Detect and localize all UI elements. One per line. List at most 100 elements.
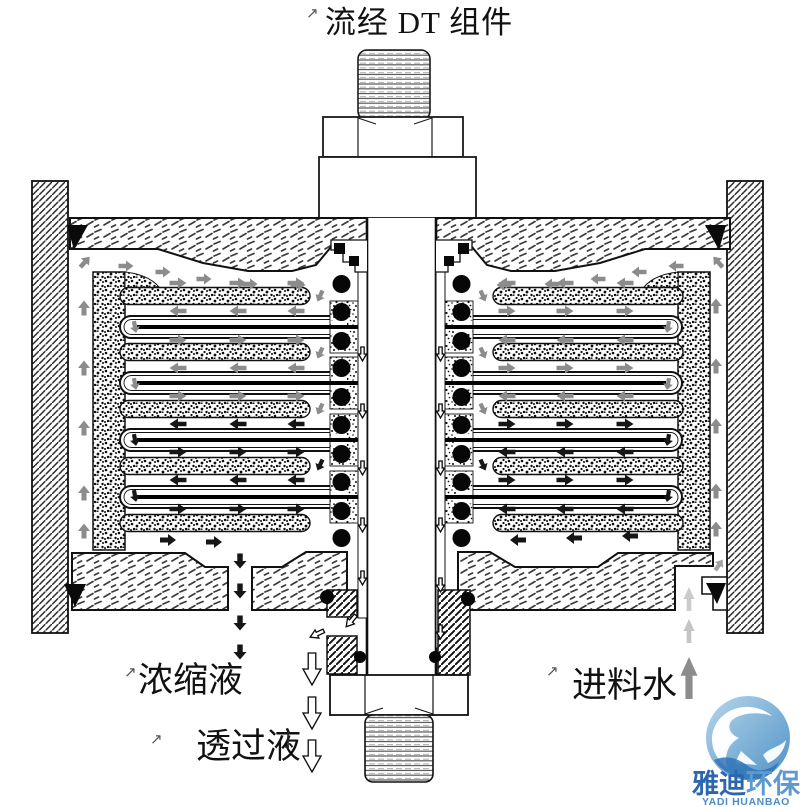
diagram-title: 流经 DT 组件 — [325, 5, 513, 40]
outer-column-left — [92, 271, 126, 551]
flow-arrow — [78, 256, 90, 269]
o-ring — [452, 445, 471, 463]
flow-arrow — [229, 334, 247, 346]
o-ring — [452, 473, 471, 491]
permeate-arrow — [435, 346, 446, 363]
o-ring — [452, 529, 471, 547]
flow-arrow — [616, 390, 634, 402]
flow-arrow — [496, 279, 512, 291]
o-ring — [452, 303, 471, 321]
flow-arrow — [315, 402, 325, 415]
flow-arrow — [229, 503, 247, 515]
permeate-outlet-arrow — [301, 652, 323, 687]
spacer-disc-left — [119, 342, 311, 362]
flow-arrow — [315, 346, 325, 359]
flow-arrow — [631, 266, 647, 278]
membrane-core-right — [441, 381, 666, 385]
dolphin-icon — [711, 706, 772, 767]
membrane-core-right — [441, 325, 666, 329]
flow-arrow — [556, 277, 574, 289]
cursor-marks: ↗ ↗ ↗ ↗ — [124, 4, 559, 748]
o-ring — [332, 332, 351, 350]
membrane-core-left — [137, 381, 363, 385]
flow-arrow — [498, 446, 516, 458]
o-ring — [332, 275, 351, 293]
membrane-core-right — [441, 438, 666, 442]
bottom-right-seal — [706, 583, 726, 604]
o-ring — [452, 388, 471, 406]
concentrate-arrow — [233, 583, 247, 599]
flow-arrow — [498, 503, 516, 515]
logo-subtitle: YADI HUANBAO — [702, 796, 790, 807]
logo-name: 雅迪环保 — [692, 769, 800, 799]
top-end-flange-block — [318, 156, 477, 219]
flow-arrow — [556, 503, 574, 515]
membrane-core-left — [137, 438, 363, 442]
o-ring — [332, 416, 351, 434]
flow-arrow — [663, 377, 673, 390]
flow-arrow — [556, 474, 574, 486]
bottom-left-seal — [64, 584, 86, 607]
flange-bars — [31, 180, 764, 634]
flow-arrow — [478, 458, 488, 471]
flow-arrow — [663, 320, 673, 333]
flow-arrow — [616, 503, 634, 515]
concentrate-arrow — [233, 615, 247, 631]
o-ring — [452, 275, 471, 293]
flow-arrow — [315, 458, 325, 471]
flow-arrow — [616, 362, 634, 374]
membrane-core-left — [137, 495, 363, 499]
riser-arrow-left — [78, 360, 90, 376]
permeate-arrow — [357, 570, 368, 587]
flow-arrow — [556, 305, 574, 317]
membrane-core-right — [441, 495, 666, 499]
flow-arrow — [229, 305, 247, 317]
riser-arrow-left — [78, 420, 90, 436]
permeate-arrow — [357, 517, 368, 534]
spacer-disc-right — [492, 399, 684, 419]
flow-arrow — [169, 277, 187, 289]
flow-arrow — [118, 260, 134, 272]
flow-arrow — [616, 474, 634, 486]
flow-arrow — [498, 390, 516, 402]
flow-arrow — [616, 446, 634, 458]
o-ring — [452, 332, 471, 350]
flow-arrow — [556, 362, 574, 374]
flow-arrow — [130, 489, 140, 502]
flow-arrow — [566, 532, 582, 544]
permeate-arrow — [435, 577, 446, 594]
permeate-arrow — [435, 460, 446, 477]
permeate-arrow — [357, 403, 368, 420]
riser-arrow-right — [710, 521, 722, 537]
feed-arrow-faint — [683, 587, 695, 611]
o-ring — [452, 416, 471, 434]
permeate-arrow — [357, 460, 368, 477]
concentrate-arrow — [233, 644, 247, 660]
o-ring — [332, 388, 351, 406]
flow-arrow — [663, 433, 673, 446]
flow-arrow — [130, 320, 140, 333]
permeate-channel-left — [357, 271, 368, 619]
flow-arrow — [556, 418, 574, 430]
o-ring — [354, 651, 366, 663]
permeate-arrow — [435, 517, 446, 534]
permeate-outlet-arrow — [301, 696, 323, 731]
flow-arrow — [498, 474, 516, 486]
permeate-exit-arrow — [345, 613, 359, 628]
bottom-assembly — [326, 589, 471, 783]
spacer-disc-right — [492, 456, 684, 476]
flow-arrow — [556, 390, 574, 402]
flow-arrow — [169, 446, 187, 458]
riser-arrow-right — [710, 298, 722, 314]
flow-arrow — [478, 289, 488, 302]
flow-arrow — [616, 418, 634, 430]
riser-arrow-left — [78, 485, 90, 501]
base-plates — [64, 551, 728, 611]
flow-arrow — [287, 334, 305, 346]
flow-arrow — [498, 334, 516, 346]
flow-arrow — [668, 260, 684, 272]
spacer-disc-right — [492, 342, 684, 362]
flow-arrow — [510, 534, 526, 546]
flow-arrow — [229, 446, 247, 458]
right-flange-bar — [726, 180, 764, 634]
